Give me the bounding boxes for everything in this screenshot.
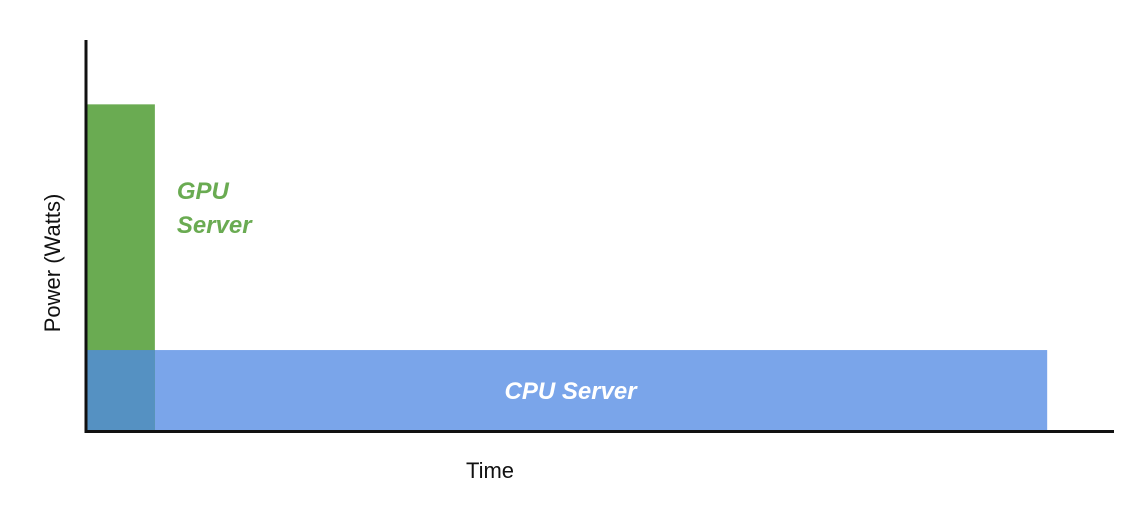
gpu-server-label-line-2: Server xyxy=(177,212,253,239)
cpu-server-label: CPU Server xyxy=(505,378,639,405)
cpu-server-area xyxy=(86,350,1048,430)
x-axis-label: Time xyxy=(466,458,514,483)
cpu-server-label-line-1: CPU Server xyxy=(505,378,639,405)
overlap-area xyxy=(86,350,155,430)
y-axis-label: Power (Watts) xyxy=(40,194,65,333)
chart-marks xyxy=(86,104,1048,430)
gpu-server-label: GPU Server xyxy=(177,178,253,239)
gpu-server-label-line-1: GPU xyxy=(177,178,230,205)
